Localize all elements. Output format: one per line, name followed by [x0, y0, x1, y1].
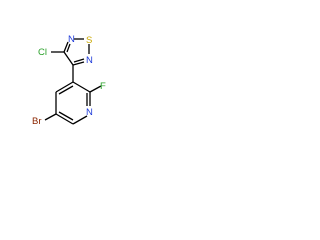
- atom-n-upper: N: [68, 34, 75, 45]
- atom-br: Br: [32, 116, 42, 127]
- bond-py-c3-c2: [72, 81, 91, 93]
- atom-f: F: [100, 81, 106, 92]
- bond-c2-f: [89, 85, 102, 93]
- bond-c5-br: [44, 113, 57, 121]
- bond-c4-n-double: [66, 43, 71, 53]
- molecule-drawing: N S N Cl F N Br: [32, 34, 106, 127]
- atom-s: S: [86, 35, 92, 46]
- bond-c4-n: [63, 41, 69, 53]
- bond-py-c4-c3: [55, 81, 74, 93]
- atom-cl: Cl: [38, 47, 47, 58]
- bond-c3-c4: [63, 51, 74, 66]
- bond-n-c3-double: [73, 58, 85, 63]
- atom-n-lower: N: [86, 55, 93, 66]
- bond-n-c3: [72, 61, 85, 66]
- bond-py-c6-c5: [55, 113, 74, 125]
- bond-py-n1-c6: [72, 115, 88, 125]
- structure-canvas: N S N Cl F N Br: [0, 0, 152, 152]
- bond-py-c6-c5-double: [58, 111, 74, 121]
- atom-n-pyridine: N: [86, 107, 93, 118]
- bond-py-c4-c3-double: [58, 85, 74, 95]
